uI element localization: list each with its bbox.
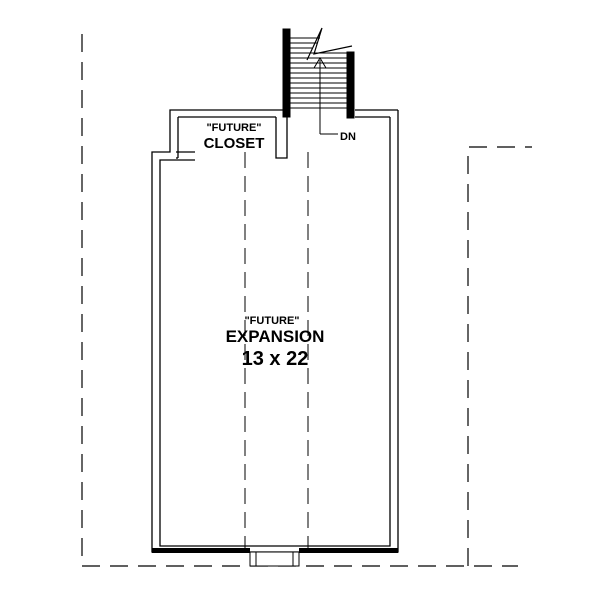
expansion-qualifier-label: "FUTURE" [244,315,299,327]
stair-down-label: DN [340,131,356,143]
rear-door-opening [249,551,300,567]
closet-qualifier-label: "FUTURE" [206,122,261,134]
stair-break-line [306,27,353,61]
stair-walls [282,28,355,119]
closet-name-label: CLOSET [204,135,265,152]
stair-direction-arrow [313,57,338,135]
expansion-name-label: EXPANSION [226,327,325,346]
roof-overhang-dashed-line [81,34,532,567]
closet-walls [176,116,288,159]
bottom-walls-heavy [152,548,398,553]
expansion-size-label: 13 x 22 [242,348,309,370]
ridge-dashed-lines [244,152,309,548]
